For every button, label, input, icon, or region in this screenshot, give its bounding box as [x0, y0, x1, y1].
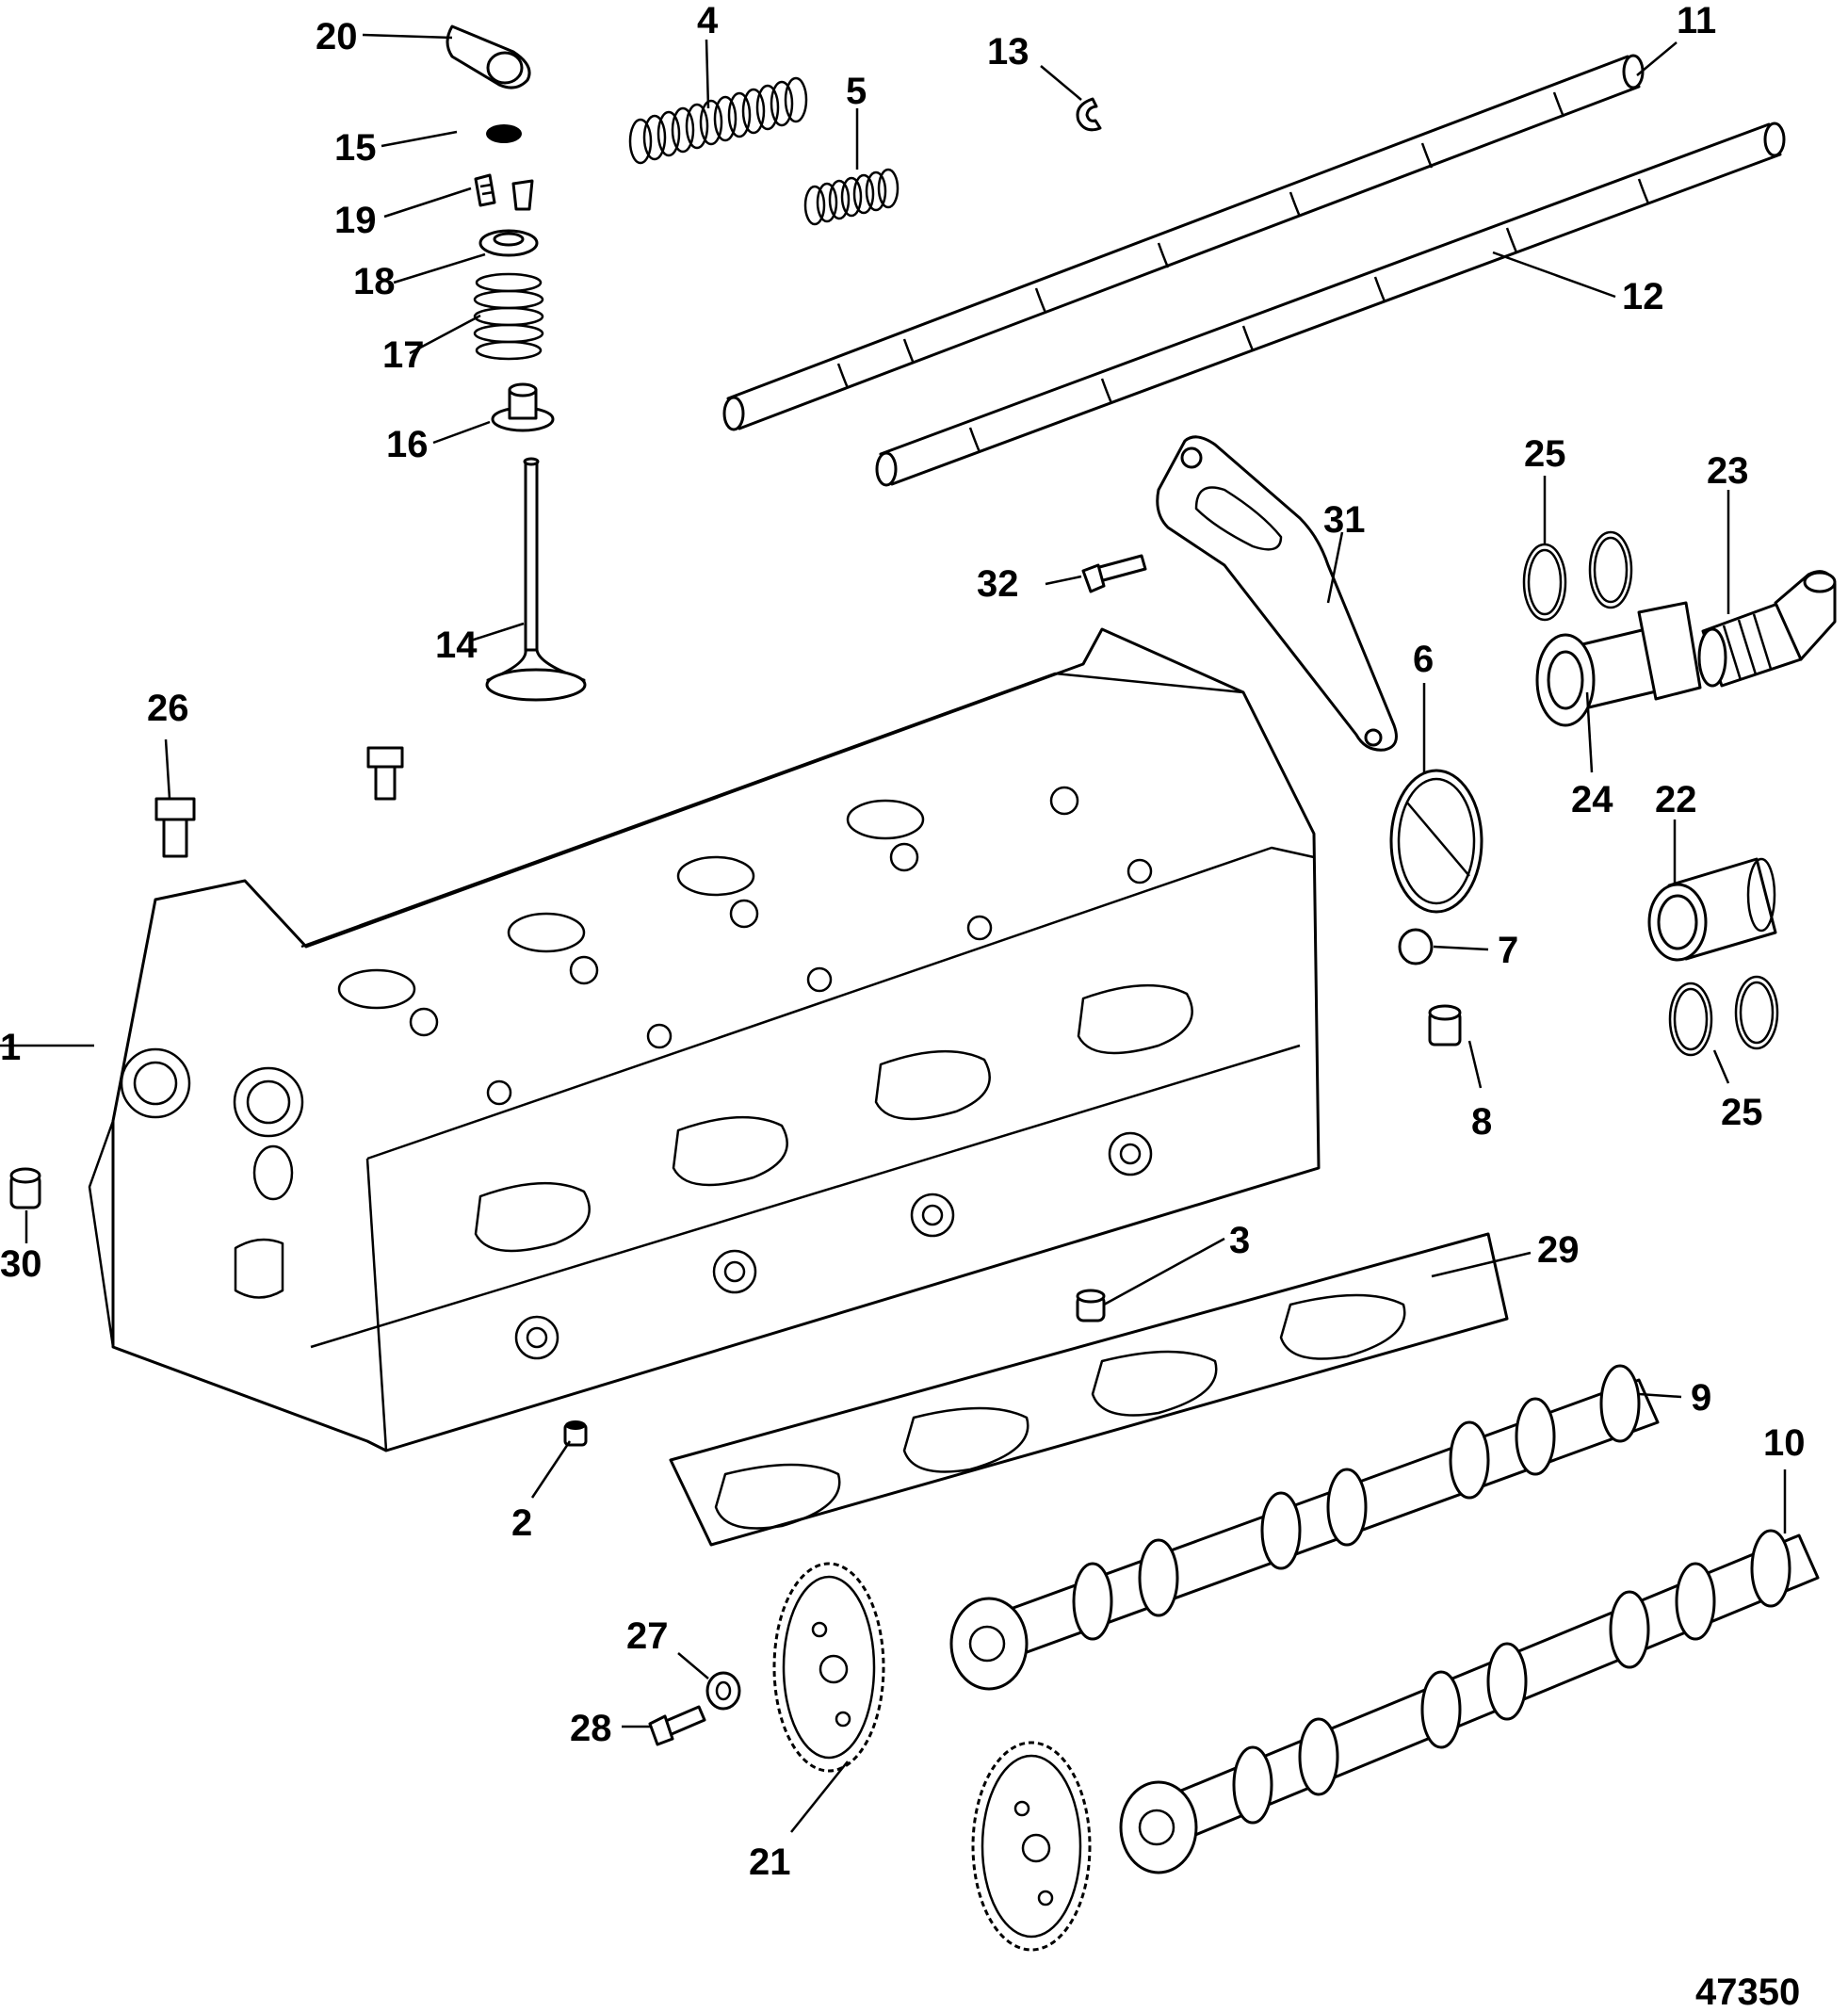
part-valve — [485, 457, 587, 702]
callout-15: 15 — [334, 127, 377, 169]
callout-3: 3 — [1229, 1220, 1250, 1261]
figure-number: 47350 — [1695, 1971, 1800, 2012]
part-lifting-bracket — [1156, 435, 1398, 752]
callout-13: 13 — [987, 31, 1029, 73]
part-valve-spring — [473, 272, 544, 361]
callout-29: 29 — [1537, 1229, 1580, 1271]
callout-32: 32 — [977, 563, 1019, 605]
callout-14: 14 — [435, 625, 478, 666]
callout-28: 28 — [570, 1708, 612, 1749]
part-plug-30 — [9, 1167, 41, 1209]
part-cam-sprocket-upper — [772, 1562, 885, 1773]
callout-19: 19 — [334, 200, 377, 241]
part-clip — [1076, 97, 1102, 132]
part-o-rings-upper — [1522, 530, 1633, 622]
callout-27: 27 — [626, 1615, 669, 1657]
leader-lines — [0, 33, 1787, 1833]
callout-25-lower: 25 — [1721, 1092, 1763, 1133]
callout-25-upper: 25 — [1524, 433, 1566, 475]
callout-9: 9 — [1691, 1377, 1711, 1419]
part-spring-long — [628, 76, 808, 165]
part-exhaust-gasket — [669, 1232, 1509, 1547]
callout-22: 22 — [1655, 779, 1697, 820]
part-cup-plug — [1398, 928, 1434, 965]
callout-18: 18 — [353, 261, 396, 302]
part-stem-seal — [491, 382, 555, 432]
callout-8: 8 — [1471, 1101, 1492, 1143]
callout-4: 4 — [697, 0, 719, 41]
part-spring-short — [803, 168, 900, 226]
callout-labels: 20 15 19 18 17 16 14 4 5 13 11 12 25 23 … — [0, 0, 1806, 1883]
callout-5: 5 — [846, 71, 867, 112]
callout-21: 21 — [749, 1842, 791, 1883]
callout-1: 1 — [0, 1027, 21, 1068]
callout-11: 11 — [1677, 0, 1716, 41]
callout-23: 23 — [1707, 450, 1749, 492]
callout-10: 10 — [1763, 1422, 1806, 1464]
part-valve-keepers — [474, 173, 534, 211]
part-head-bolts — [154, 746, 404, 858]
part-plug-3 — [1076, 1289, 1106, 1322]
part-rocker-arm — [446, 24, 531, 89]
part-lash-disc — [486, 124, 522, 143]
part-camshaft-upper — [949, 1364, 1660, 1691]
part-fitting-22 — [1647, 857, 1777, 962]
part-plug-8 — [1428, 1004, 1462, 1047]
callout-20: 20 — [316, 16, 358, 57]
part-camshaft-lower — [1119, 1529, 1820, 1874]
callout-17: 17 — [382, 334, 425, 376]
part-bolt-28 — [648, 1705, 706, 1746]
part-rocker-shaft-upper — [722, 54, 1645, 431]
callout-6: 6 — [1413, 639, 1434, 680]
callout-30: 30 — [0, 1243, 42, 1285]
callout-2: 2 — [511, 1502, 532, 1544]
callout-7: 7 — [1498, 930, 1518, 971]
part-spring-retainer — [478, 229, 539, 257]
part-large-plug — [1389, 769, 1483, 914]
callout-12: 12 — [1622, 276, 1664, 317]
callout-16: 16 — [386, 424, 429, 465]
part-o-rings-lower — [1668, 975, 1779, 1057]
part-bolt-32 — [1081, 554, 1147, 593]
callout-26: 26 — [147, 688, 189, 729]
part-elbow-fitting — [1697, 570, 1837, 688]
callout-24: 24 — [1571, 779, 1613, 820]
part-cylinder-head — [88, 627, 1321, 1452]
part-cam-sprocket-lower — [971, 1741, 1092, 1952]
part-plug-2 — [563, 1420, 588, 1447]
part-fitting-24 — [1535, 601, 1702, 727]
part-rocker-shaft-lower — [875, 122, 1786, 487]
part-washer — [705, 1671, 741, 1711]
callout-31: 31 — [1323, 499, 1366, 541]
